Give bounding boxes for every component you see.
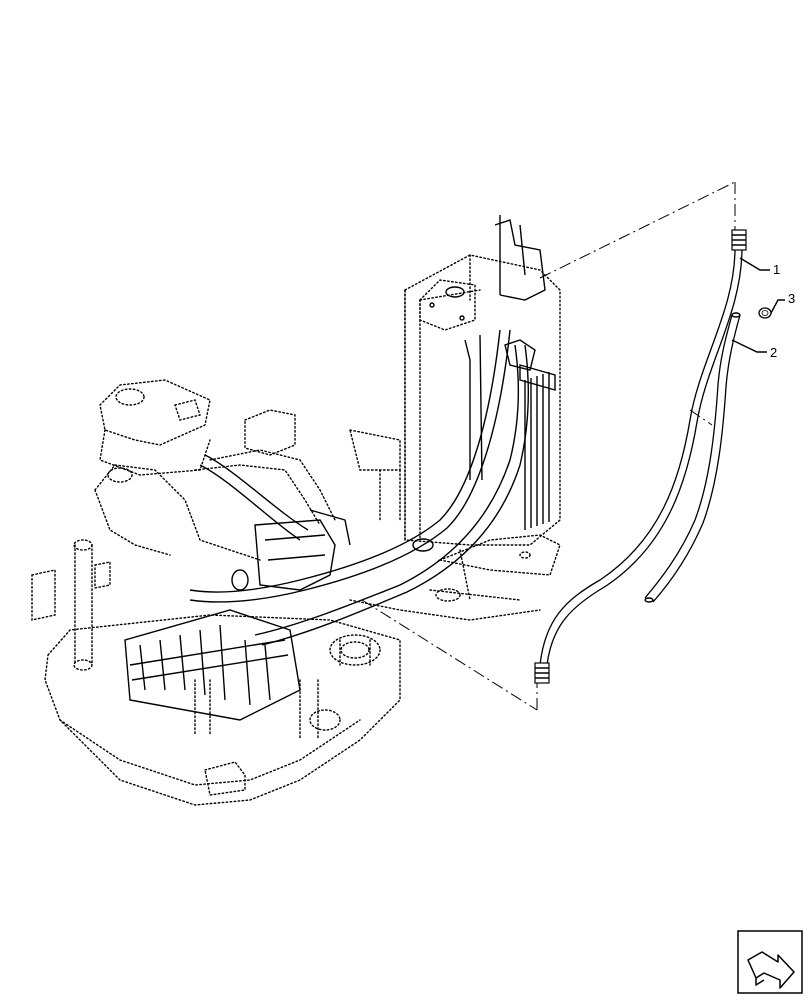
callout-1: 1 xyxy=(773,262,780,277)
phantom-lines xyxy=(361,181,736,711)
navigation-button[interactable] xyxy=(737,930,803,994)
installed-hoses xyxy=(189,329,529,646)
o-ring-item-3[interactable] xyxy=(758,307,772,319)
control-valve xyxy=(124,509,351,721)
hose-item-1[interactable] xyxy=(534,229,747,684)
callout-leaders xyxy=(731,257,785,353)
radiator-assembly xyxy=(404,215,561,546)
arrow-icon xyxy=(747,951,795,989)
hose-item-2[interactable] xyxy=(644,312,741,603)
callout-3: 3 xyxy=(788,291,795,306)
callout-2: 2 xyxy=(770,345,777,360)
